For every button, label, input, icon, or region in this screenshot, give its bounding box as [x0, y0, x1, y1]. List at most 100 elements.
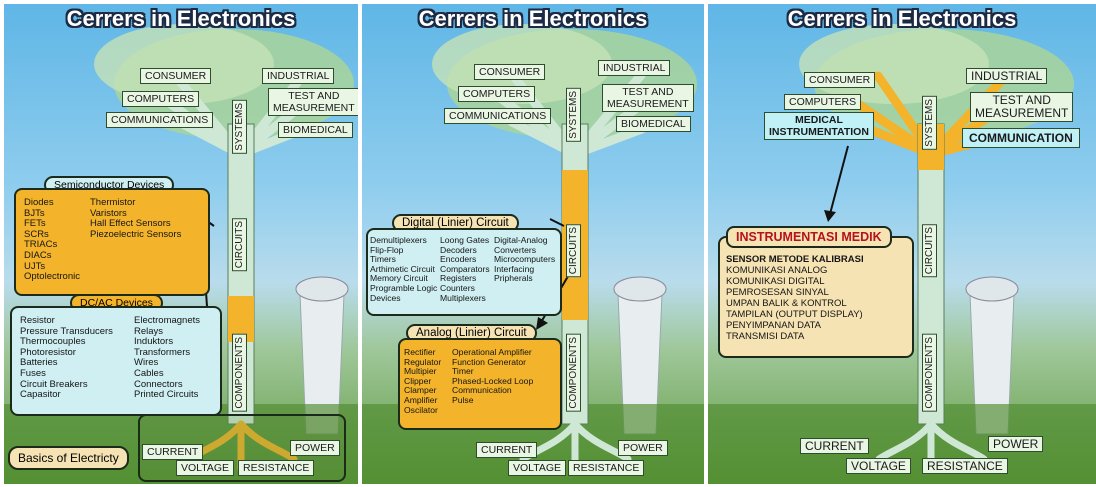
tree-label-components: COMPONENTS: [566, 334, 581, 412]
analog-box: Rectifier Regulator Multipier Clipper Cl…: [398, 338, 562, 430]
tree-label-biomedical: BIOMEDICAL: [616, 116, 691, 132]
list-item: Digital-Analog: [494, 235, 548, 245]
tree-label-resistance: RESISTANCE: [238, 460, 315, 476]
list-item: Thermistor: [90, 197, 136, 208]
list-item: Encoders: [440, 254, 477, 265]
list-item: FETs: [24, 218, 46, 230]
tree-label-resistance: RESISTANCE: [568, 460, 645, 476]
digital-col3: Digital-Analog Converters Microcomputers…: [494, 235, 555, 284]
tree-label-current: CURRENT: [142, 444, 204, 460]
list-item: Optolectronic: [24, 271, 80, 283]
tree-label-current: CURRENT: [800, 438, 869, 454]
list-item: Loong Gates: [440, 235, 490, 245]
list-item: TRANSMISI DATA: [726, 331, 805, 342]
digital-col2: Loong Gates Decoders Encoders Comparator…: [440, 235, 490, 303]
tree-label-components: COMPONENTS: [922, 334, 937, 412]
panel-title: Cerrers in Electronics: [787, 6, 1017, 31]
tree-label-circuits: CIRCUITS: [566, 224, 581, 278]
list-item: Function Generator: [452, 356, 527, 367]
dcac-col2: Electromagnets Relays Induktors Transfor…: [134, 315, 201, 401]
list-item: TRIACs: [24, 239, 58, 251]
list-item: Oscilator: [404, 404, 438, 415]
digital-header: Digital (Linier) Circuit: [392, 214, 519, 232]
tree-label-computers: COMPUTERS: [122, 91, 200, 107]
tree-label-components: COMPONENTS: [232, 334, 247, 412]
list-item: Electromagnets: [134, 315, 201, 326]
list-item: UMPAN BALIK & KONTROL: [726, 298, 847, 309]
list-item: Multiplexers: [440, 292, 486, 303]
list-item: Diodes: [24, 197, 54, 208]
tree-label-test-measurement: TEST AND MEASUREMENT: [602, 84, 694, 112]
test-label-line1: TEST AND: [288, 90, 340, 102]
list-item: Varistors: [90, 207, 127, 219]
instrumentasi-box: SENSOR METODE KALIBRASI KOMUNIKASI ANALO…: [718, 236, 914, 358]
list-item: Relays: [134, 325, 164, 337]
list-item: Registers: [440, 273, 477, 284]
tree-label-consumer: CONSUMER: [474, 64, 546, 80]
tree-label-systems: SYSTEMS: [566, 88, 581, 142]
tree-label-systems: SYSTEMS: [922, 96, 937, 150]
tree-label-test-measurement: TEST AND MEASUREMENT: [268, 88, 358, 116]
semiconductor-col1: Diodes BJTs FETs SCRs TRIACs DIACs UJTs …: [24, 197, 80, 283]
tree-label-voltage: VOLTAGE: [846, 458, 911, 474]
list-item: Comparators: [440, 263, 490, 274]
tree-label-voltage: VOLTAGE: [176, 460, 235, 476]
list-item: SENSOR METODE KALIBRASI: [726, 254, 864, 265]
list-item: Decoders: [440, 244, 477, 255]
list-item: Clipper: [404, 375, 432, 386]
list-item: BJTs: [24, 207, 45, 219]
digital-box: Demultiplexers Flip-Flop Timers Arthimet…: [366, 228, 562, 316]
list-item: Memory Circuit: [370, 273, 428, 284]
list-item: Connectors: [134, 378, 183, 390]
test-label-line2: MEASUREMENT: [273, 102, 355, 114]
list-item: Rectifier: [404, 347, 436, 357]
list-item: Flip-Flop: [370, 244, 404, 255]
analog-col1: Rectifier Regulator Multipier Clipper Cl…: [404, 347, 442, 415]
list-item: Timers: [370, 254, 396, 265]
list-item: Photoresistor: [20, 346, 76, 358]
test-label-line1: TEST AND: [992, 93, 1051, 107]
tree-label-current: CURRENT: [476, 442, 538, 458]
list-item: Wires: [134, 357, 159, 369]
list-item: Pripherals: [494, 273, 533, 284]
instrumentasi-list: SENSOR METODE KALIBRASI KOMUNIKASI ANALO…: [726, 254, 864, 342]
dcac-box: Resistor Pressure Transducers Thermocoup…: [10, 306, 222, 416]
semiconductor-box: Diodes BJTs FETs SCRs TRIACs DIACs UJTs …: [14, 188, 210, 296]
tree-label-industrial: INDUSTRIAL: [598, 60, 671, 76]
tree-label-medical-instrumentation: MEDICAL INSTRUMENTATION: [764, 112, 874, 140]
list-item: Batteries: [20, 357, 58, 369]
tree-label-consumer: CONSUMER: [140, 68, 212, 84]
tree-label-communications: COMMUNICATIONS: [106, 112, 214, 128]
panel-semiconductor-dcac: Cerrers in Electronics CONSUMER COMPUTER…: [4, 4, 358, 484]
tree-label-biomedical: BIOMEDICAL: [278, 122, 353, 138]
tree-label-resistance: RESISTANCE: [922, 458, 1008, 474]
list-item: Circuit Breakers: [20, 378, 88, 390]
list-item: Regulator: [404, 356, 442, 367]
list-item: Timer: [452, 366, 474, 377]
tree-label-voltage: VOLTAGE: [508, 460, 567, 476]
list-item: Operational Amplifier: [452, 347, 532, 357]
list-item: Communication: [452, 385, 512, 396]
list-item: Induktors: [134, 336, 174, 348]
list-item: Thermocouples: [20, 336, 86, 348]
tree-label-industrial: INDUSTRIAL: [966, 68, 1048, 84]
tree-label-computers: COMPUTERS: [458, 86, 536, 102]
tree-label-communication: COMMUNICATION: [962, 128, 1080, 148]
list-item: Printed Circuits: [134, 389, 199, 401]
digital-col1: Demultiplexers Flip-Flop Timers Arthimet…: [370, 235, 438, 303]
tree-label-communications: COMMUNICATIONS: [444, 108, 552, 124]
list-item: DIACs: [24, 249, 52, 261]
medical-label-line1: MEDICAL: [795, 114, 843, 126]
tree-label-circuits: CIRCUITS: [232, 218, 247, 272]
list-item: Programble Logic: [370, 282, 438, 293]
basics-label: Basics of Electricty: [8, 446, 129, 470]
list-item: Hall Effect Sensors: [90, 218, 171, 230]
list-item: Capasitor: [20, 389, 61, 401]
medical-label-line2: INSTRUMENTATION: [769, 126, 869, 138]
list-item: Cables: [134, 367, 164, 379]
list-item: Resistor: [20, 315, 55, 326]
list-item: Amplifier: [404, 394, 438, 405]
dcac-col1: Resistor Pressure Transducers Thermocoup…: [20, 315, 113, 401]
panel-instrumentasi-medik: Cerrers in Electronics CONSUMER COMPUTER…: [708, 4, 1096, 484]
list-item: Piezoelectric Sensors: [90, 228, 182, 240]
